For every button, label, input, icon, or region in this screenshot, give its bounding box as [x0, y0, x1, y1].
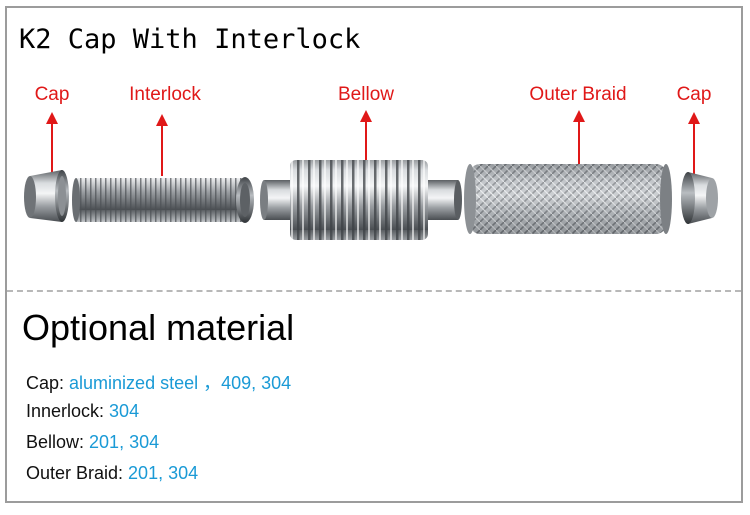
material-value: aluminized steel ，409, 304	[69, 373, 292, 393]
label-cap-right: Cap	[676, 84, 712, 105]
material-value: 201, 304	[89, 432, 160, 452]
parts-illustration	[24, 160, 718, 240]
material-row-outer-braid: Outer Braid: 201, 304	[26, 463, 198, 484]
cap-left-part	[24, 170, 69, 222]
material-row-cap: Cap: aluminized steel ，409, 304	[26, 369, 291, 395]
label-outer-braid: Outer Braid	[529, 84, 627, 105]
outer-braid-part	[464, 164, 672, 234]
bellow-part	[260, 160, 462, 240]
material-key: Outer Braid:	[26, 463, 129, 483]
material-value: 201, 304	[128, 463, 199, 483]
label-cap-left: Cap	[34, 84, 70, 105]
material-row-innerlock: Innerlock: 304	[26, 401, 139, 422]
interlock-part	[72, 177, 254, 223]
material-key: Bellow:	[26, 432, 90, 452]
material-key: Innerlock:	[26, 401, 110, 421]
material-value: 304	[109, 401, 140, 421]
product-frame	[5, 6, 743, 503]
material-row-bellow: Bellow: 201, 304	[26, 432, 159, 453]
label-bellow: Bellow	[338, 84, 394, 105]
optional-material-heading: Optional material	[22, 307, 295, 348]
cap-right-part	[681, 172, 718, 224]
section-divider	[7, 290, 741, 292]
page-title: K2 Cap With Interlock	[19, 24, 361, 55]
material-key: Cap:	[26, 373, 70, 393]
label-interlock: Interlock	[129, 84, 201, 105]
